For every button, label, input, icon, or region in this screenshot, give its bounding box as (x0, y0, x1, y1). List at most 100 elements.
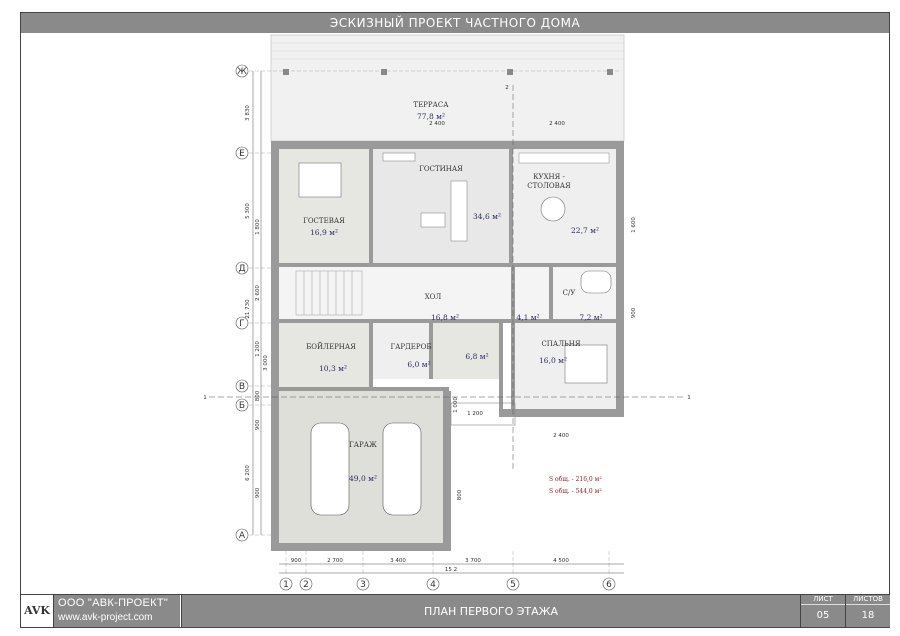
dim-left-10: 900 (255, 487, 261, 498)
dim-inner-2: 2 400 (549, 121, 565, 127)
kitchen-area: 22,7 м² (571, 226, 599, 235)
terrace-area: 77,8 м² (417, 112, 445, 121)
terrace-boards (271, 42, 624, 60)
kitchen-label-line2: СТОЛОВАЯ (527, 182, 571, 190)
company-name: ООО "АВК-ПРОЕКТ" (58, 597, 169, 609)
bathtub (580, 270, 612, 294)
hall-floor (279, 267, 616, 319)
guest-room-label: ГОСТЕВАЯ (303, 217, 345, 225)
sheets-count-cell: ЛИСТОВ 18 (845, 595, 890, 627)
column-axis-markers: 1 2 3 4 5 6 (279, 577, 616, 591)
bottom-dimension-line (279, 563, 624, 574)
terrace-label: ТЕРРАСА (413, 101, 449, 109)
dim-left-2: 5 300 (245, 203, 251, 219)
dim-left-total: 21 730 (245, 299, 251, 319)
sheet-title: ПЛАН ПЕРВОГО ЭТАЖА (181, 595, 800, 627)
store-floor (433, 323, 499, 379)
section-mark-top: 2 (505, 85, 509, 91)
row-axis-b: Б (239, 401, 245, 411)
row-axis-a: А (239, 531, 246, 541)
row-axis-e: Е (239, 149, 245, 159)
dim-inner-5: 1 600 (631, 217, 637, 233)
sheet-header-title: ЭСКИЗНЫЙ ПРОЕКТ ЧАСТНОГО ДОМА (21, 13, 889, 33)
grid-lines-vertical (285, 551, 610, 575)
total-area-living: S общ. - 216,0 м² (549, 476, 602, 483)
dining-table (540, 196, 566, 222)
staircase (295, 270, 363, 316)
living-room-floor (373, 149, 509, 263)
living-room-label: ГОСТИНАЯ (419, 165, 463, 173)
boiler-area: 10,3 м² (319, 364, 347, 373)
row-axis-d: Д (238, 264, 245, 274)
sheet-number-value: 05 (816, 610, 830, 621)
dim-bottom-1: 900 (291, 558, 302, 564)
guest-room-area: 16,9 м² (310, 228, 338, 237)
left-dimension-lines (252, 71, 262, 535)
dim-left-1: 3 830 (245, 105, 251, 121)
row-axis-g: Г (239, 319, 245, 329)
hall-area: 16,8 м² (431, 313, 459, 322)
dim-bottom-5: 4 500 (553, 558, 569, 564)
dim-bottom-total: 15 2 (445, 567, 457, 573)
dim-left-4: 2 600 (255, 285, 261, 301)
drawing-sheet: ЭСКИЗНЫЙ ПРОЕКТ ЧАСТНОГО ДОМА ТЕРРАСА 77… (20, 12, 890, 628)
garage-label: ГАРАЖ (349, 441, 377, 449)
bath-label: С/У (563, 289, 576, 297)
company-block: ООО "АВК-ПРОЕКТ" www.avk-project.com (54, 595, 180, 627)
dim-bottom-2: 2 700 (327, 558, 343, 564)
boiler-label: БОЙЛЕРНАЯ (306, 342, 356, 351)
wardrobe-area: 6,0 м² (407, 360, 430, 369)
company-website: www.avk-project.com (58, 612, 153, 623)
dim-inner-7: 800 (457, 489, 463, 500)
terrace-columns (283, 69, 613, 75)
row-axis-zh: Ж (237, 67, 247, 77)
row-axis-v: В (239, 382, 245, 392)
bedroom-label: СПАЛЬНЯ (541, 340, 580, 348)
floor-plan-drawing: ТЕРРАСА 77,8 м² (203, 34, 691, 591)
dim-inner-6: 900 (631, 307, 637, 318)
wardrobe-label: ГАРДЕРОБ (390, 343, 431, 351)
garage-area: 49,0 м² (349, 474, 377, 483)
sheet-number-cell: ЛИСТ 05 (800, 595, 845, 627)
dim-left-9: 6 200 (245, 465, 251, 481)
section-mark-right: 1 (687, 395, 691, 401)
guest-bed (298, 162, 342, 198)
small-bath-area: 4,1 м² (516, 313, 539, 322)
sheet-number-label: ЛИСТ (801, 595, 845, 605)
dim-left-7: 800 (255, 390, 261, 401)
dim-inner-4: 1 200 (467, 411, 483, 417)
col-axis-2: 2 (303, 580, 309, 590)
dim-left-5: 1 200 (255, 341, 261, 357)
kitchen-counter (518, 152, 610, 164)
living-coffee-table (420, 212, 446, 228)
total-area: S общ. - 544,0 м² (549, 488, 602, 495)
boiler-floor (279, 323, 369, 391)
company-logo: AVK (21, 595, 54, 627)
bedroom-bed (564, 344, 608, 384)
col-axis-3: 3 (360, 580, 366, 590)
bedroom-area: 16,0 м² (539, 356, 567, 365)
store-area: 6,8 м² (465, 352, 488, 361)
dim-inner-8: 1 000 (453, 397, 459, 413)
dim-bottom-3: 3 400 (390, 558, 406, 564)
dim-left-3: 1 800 (255, 219, 261, 235)
col-axis-1: 1 (283, 580, 289, 590)
col-axis-6: 6 (606, 580, 612, 590)
dim-inner-1: 2 400 (429, 121, 445, 127)
sheets-count-label: ЛИСТОВ (846, 595, 890, 605)
dim-left-8: 900 (255, 419, 261, 430)
terrace-deck (270, 34, 625, 142)
logo-text: AVK (23, 604, 50, 617)
living-room-area: 34,6 м² (473, 212, 501, 221)
bath-area: 7,2 м² (579, 313, 602, 322)
kitchen-label-line1: КУХНЯ - (533, 173, 565, 181)
dim-bottom-4: 3 700 (465, 558, 481, 564)
col-axis-4: 4 (430, 580, 436, 590)
outer-walls (271, 141, 624, 551)
entry-porch (450, 402, 516, 426)
col-axis-5: 5 (510, 580, 516, 590)
garage-cars (310, 422, 422, 516)
sheets-count-value: 18 (861, 610, 875, 621)
living-sofa (450, 180, 468, 242)
hall-label: ХОЛ (425, 293, 442, 301)
